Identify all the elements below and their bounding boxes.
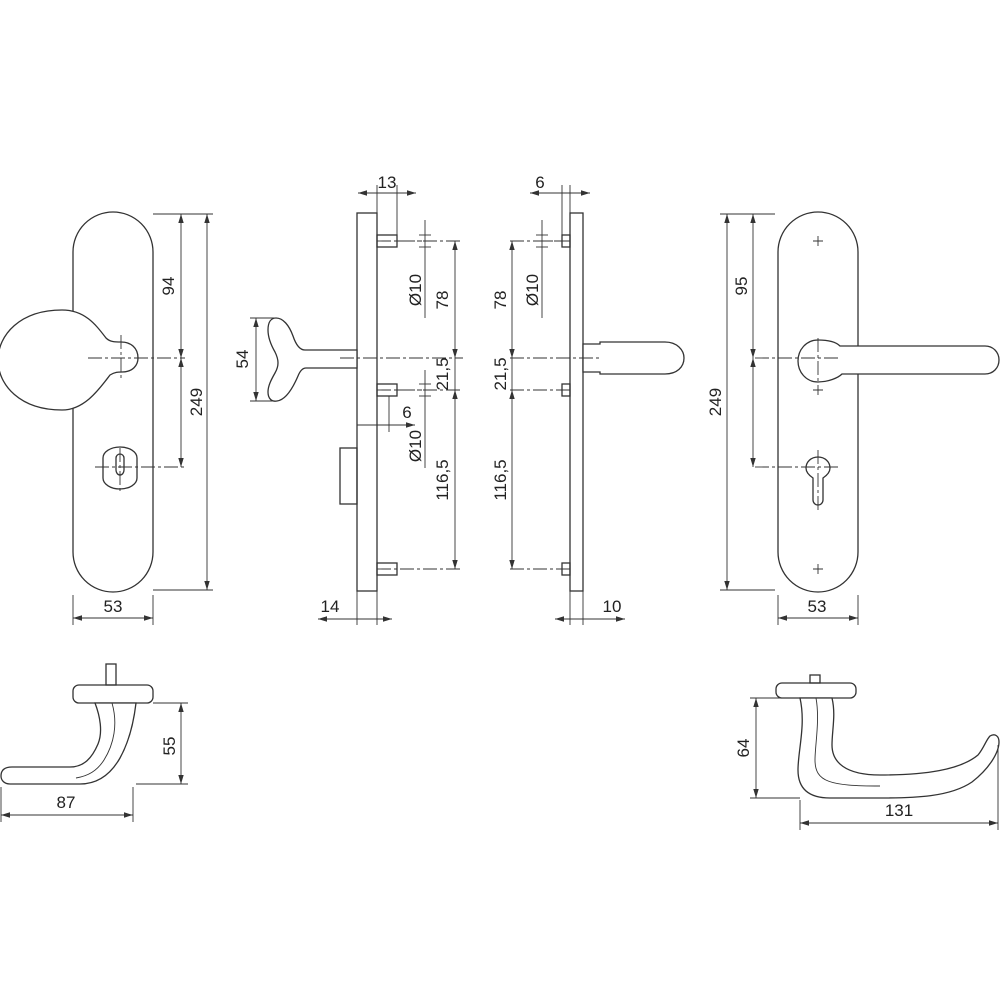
dim-label-13: 13 (378, 173, 397, 192)
knob-grip-profile (0, 702, 137, 785)
side-lever-profile (582, 341, 685, 375)
dim-label-78: 78 (433, 291, 452, 310)
dim-label-dia10-upper: Ø10 (406, 274, 425, 306)
dim-label-6: 6 (535, 173, 544, 192)
cylinder-keyhole (102, 446, 138, 490)
dim-label-64: 64 (734, 739, 753, 758)
right-front-view: 95 249 53 (706, 211, 1000, 625)
left-front-view: 94 249 53 (0, 211, 213, 625)
dim-label-55: 55 (160, 737, 179, 756)
knob-grip-inner (75, 702, 116, 779)
dim-label-249: 249 (706, 388, 725, 416)
screw-mark (813, 385, 823, 395)
dim-label-6: 6 (402, 403, 411, 422)
dim-label-dia10-lower: Ø10 (406, 430, 425, 462)
lock-tab (339, 447, 358, 505)
knob-spindle (105, 663, 117, 686)
dim-label-249: 249 (187, 388, 206, 416)
dim-label-14: 14 (321, 597, 340, 616)
lever-top-view: 64 131 (734, 674, 1000, 830)
lever-spindle (809, 674, 821, 684)
dim-label-116-5: 116,5 (433, 459, 452, 500)
dim-label-53: 53 (808, 597, 827, 616)
knob-top-view: 55 87 (0, 663, 188, 822)
dim-label-10: 10 (603, 597, 622, 616)
dim-label-116-5: 116,5 (491, 459, 510, 500)
lever-handle (797, 339, 1000, 383)
lever-grip-inner (814, 697, 881, 787)
dim-label-131: 131 (885, 801, 913, 820)
screw-mark (813, 236, 823, 246)
cylinder-profile (115, 453, 125, 476)
lever-grip-profile (797, 697, 1000, 799)
lever-rose (775, 682, 857, 699)
dim-label-21-5: 21,5 (491, 357, 510, 390)
dim-label-87: 87 (57, 793, 76, 812)
right-side-view: Ø10 78 21,5 116,5 6 10 (491, 173, 685, 625)
side-knob-profile (267, 317, 358, 402)
screw-mark (813, 564, 823, 574)
side-plate-right (569, 212, 584, 592)
dim-label-53: 53 (104, 597, 123, 616)
knob-rose (72, 684, 154, 704)
dim-label-dia10: Ø10 (523, 274, 542, 306)
dim-label-94: 94 (159, 277, 178, 296)
dim-label-54: 54 (233, 350, 252, 369)
side-plate-left (356, 212, 378, 592)
knob-body (0, 309, 139, 411)
dim-label-78: 78 (491, 291, 510, 310)
left-side-view: Ø10 Ø10 78 21,5 116,5 6 13 14 54 (233, 173, 463, 625)
dim-label-21-5: 21,5 (433, 357, 452, 390)
dim-label-95: 95 (732, 277, 751, 296)
lever-backplate (777, 211, 859, 593)
